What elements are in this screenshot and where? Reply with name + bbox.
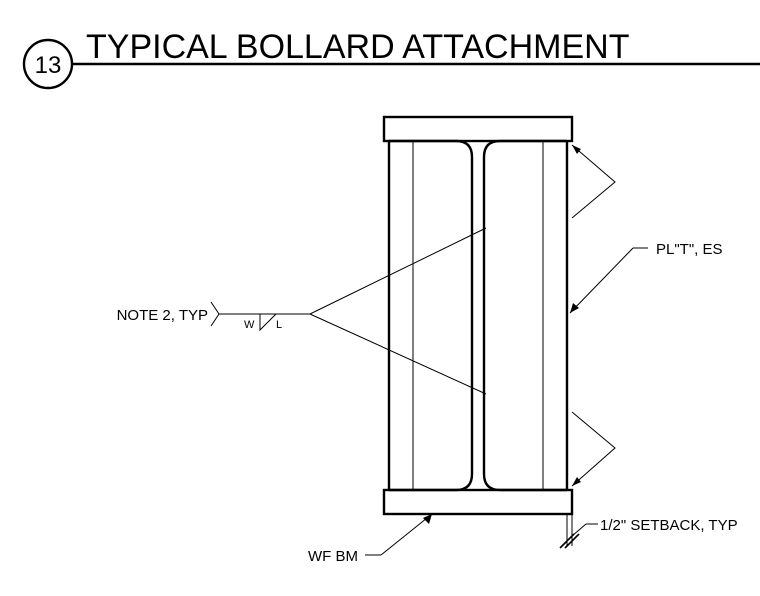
weld-length-l: L <box>276 319 282 331</box>
detail-title: 13 TYPICAL BOLLARD ATTACHMENT <box>22 28 760 90</box>
detail-title-text: TYPICAL BOLLARD ATTACHMENT <box>86 28 629 66</box>
lower-right-leader <box>571 411 616 487</box>
detail-number: 13 <box>35 52 62 79</box>
setback-label: 1/2" SETBACK, TYP <box>600 517 738 534</box>
right-channel <box>482 139 569 492</box>
weld-size-w: W <box>244 319 255 331</box>
weld-symbol: NOTE 2, TYP W L <box>117 227 487 395</box>
tick-mark <box>559 533 575 549</box>
upper-right-leader <box>571 144 616 219</box>
arrowhead <box>572 477 581 486</box>
top-flange-plate <box>382 115 574 143</box>
weld-arrow-upper <box>309 227 487 315</box>
fillet-weld-symbol <box>259 313 277 332</box>
setback-dimension: 1/2" SETBACK, TYP <box>559 514 738 549</box>
plate-leader <box>569 247 634 314</box>
beam-label: WF BM <box>308 548 358 565</box>
setback-leader <box>571 523 587 537</box>
beam-leader <box>380 513 433 556</box>
weld-note-label: NOTE 2, TYP <box>117 307 208 324</box>
tick-mark <box>564 533 580 549</box>
arrowhead <box>570 303 579 313</box>
weld-tail <box>210 301 220 327</box>
beam-callout: WF BM <box>308 513 433 565</box>
plate-label: PL"T", ES <box>656 241 723 258</box>
bottom-flange-plate <box>382 488 574 516</box>
arrowhead <box>423 514 432 524</box>
weld-arrow-lower <box>309 313 487 395</box>
left-channel <box>387 139 474 492</box>
right-leaders: PL"T", ES <box>569 144 723 487</box>
arrowhead <box>572 145 581 154</box>
